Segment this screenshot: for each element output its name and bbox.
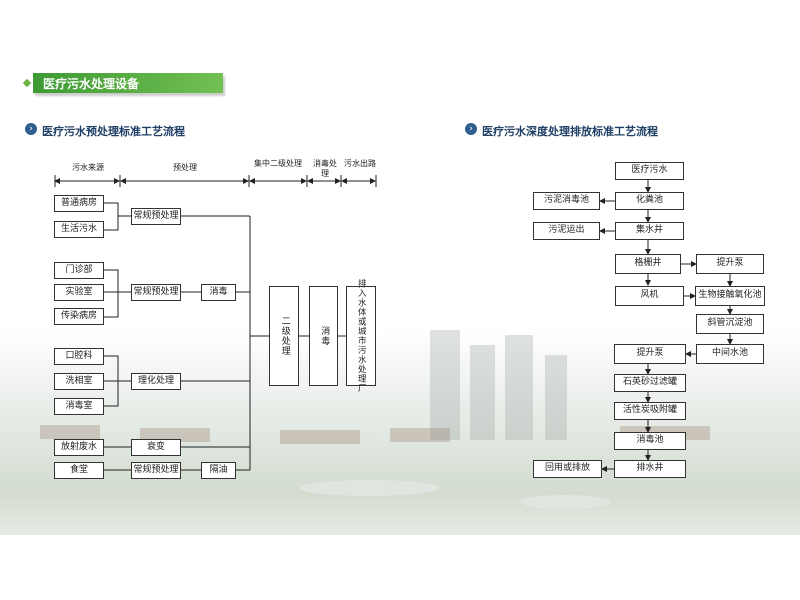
- node-secondary-label: 二级处理: [279, 316, 290, 356]
- node-discharge-label: 排入水体或城市污水处理厂: [356, 279, 367, 393]
- node-sand-filter: 石英砂过滤罐: [614, 374, 686, 392]
- node-reuse-discharge: 回用或排放: [533, 460, 602, 478]
- bg-water: [300, 480, 440, 496]
- node-canteen: 食堂: [54, 462, 104, 479]
- node-photo-room: 洗相室: [54, 373, 104, 390]
- header-central: 集中二级处理: [254, 159, 302, 168]
- node-lab: 实验室: [54, 284, 104, 301]
- chevron-right-icon: ›: [465, 123, 477, 135]
- node-disinfect-room: 消毒室: [54, 398, 104, 415]
- node-grease-trap: 隔油: [201, 462, 236, 479]
- node-decay: 衰变: [131, 439, 181, 456]
- bg-house: [390, 428, 450, 442]
- node-conventional-3: 常规预处理: [131, 462, 181, 479]
- header-pretreat: 预处理: [173, 163, 197, 172]
- bg-water: [520, 495, 610, 509]
- node-secondary-treatment: 二级处理: [269, 286, 299, 386]
- node-disinfect-small: 消毒: [201, 284, 236, 301]
- bg-tower: [505, 335, 533, 440]
- chevron-right-icon: ›: [25, 123, 37, 135]
- section-banner: 医疗污水处理设备: [33, 73, 223, 93]
- node-lift-pump-2: 提升泵: [614, 344, 686, 364]
- node-medical-wastewater: 医疗污水: [615, 162, 684, 180]
- node-clinic: 门诊部: [54, 262, 104, 279]
- node-discharge-target: 排入水体或城市污水处理厂: [346, 279, 376, 393]
- bg-house: [40, 425, 100, 439]
- node-carbon-adsorption: 活性炭吸附罐: [614, 402, 686, 420]
- node-radioactive: 放射废水: [54, 439, 104, 456]
- node-collection-well: 集水井: [615, 222, 684, 240]
- node-blower: 风机: [615, 286, 684, 306]
- node-conventional-2: 常规预处理: [131, 284, 181, 301]
- node-lift-pump-1: 提升泵: [696, 254, 764, 274]
- node-disinfect-big: 消毒: [309, 286, 338, 386]
- node-physchem: 理化处理: [131, 373, 181, 390]
- header-discharge: 污水出路: [344, 159, 376, 168]
- bg-house: [140, 428, 210, 442]
- node-grid-well: 格栅井: [615, 254, 681, 274]
- header-disinfect: 消毒处理: [313, 159, 337, 178]
- node-bio-oxidation: 生物接触氧化池: [695, 286, 765, 306]
- node-septic-tank: 化粪池: [615, 192, 684, 210]
- node-domestic: 生活污水: [54, 221, 104, 238]
- node-tube-settler: 斜管沉淀池: [696, 314, 764, 334]
- node-conventional-1: 常规预处理: [131, 208, 181, 225]
- bg-tower: [470, 345, 495, 440]
- bg-tower: [545, 355, 567, 440]
- node-drain-well: 排水井: [614, 460, 686, 478]
- node-disinfect-tank: 消毒池: [614, 432, 686, 450]
- node-middle-tank: 中间水池: [696, 344, 764, 364]
- node-ward: 普通病房: [54, 195, 104, 212]
- node-disinfect-big-label: 消毒: [319, 326, 330, 346]
- bg-house: [280, 430, 360, 444]
- right-diagram-title: 医疗污水深度处理排放标准工艺流程: [482, 125, 658, 138]
- section-title: 医疗污水处理设备: [43, 77, 140, 91]
- left-diagram-title: 医疗污水预处理标准工艺流程: [42, 125, 185, 138]
- node-sludge-disinfect: 污泥消毒池: [533, 192, 600, 210]
- node-infectious-ward: 传染病房: [54, 308, 104, 325]
- node-dental: 口腔科: [54, 348, 104, 365]
- header-source: 污水来源: [72, 163, 104, 172]
- node-sludge-out: 污泥运出: [533, 222, 600, 240]
- bg-tower: [430, 330, 460, 440]
